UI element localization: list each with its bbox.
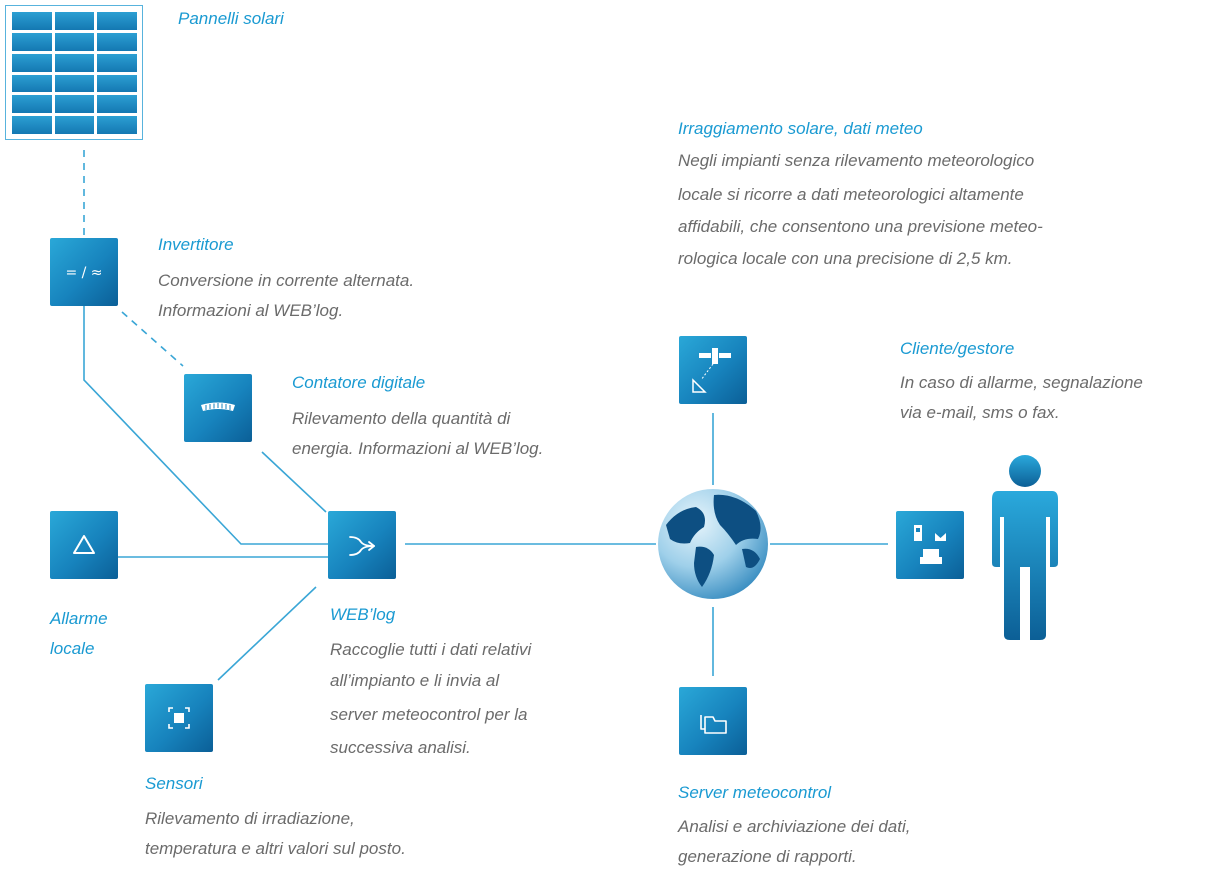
folders-icon [700, 715, 727, 734]
server-desc-line-1: Analisi e archiviazione dei dati, [678, 817, 911, 836]
weblog-desc-line-1: Raccoglie tutti i dati relativi [330, 640, 532, 659]
sensor-icon [168, 707, 190, 729]
weather-title: Irraggiamento solare, dati meteo [678, 119, 923, 138]
sensors-node[interactable] [145, 684, 213, 752]
inverter-to-weblog-line [83, 306, 328, 545]
warning-triangle-icon [73, 535, 95, 554]
inverter-to-meter-dashed [121, 311, 184, 367]
sensors-desc-line-2: temperatura e altri valori sul posto. [145, 839, 406, 858]
inverter-title: Invertitore [158, 235, 234, 254]
weather-desc-line-1: Negli impianti senza rilevamento meteoro… [678, 151, 1035, 170]
weblog-node[interactable] [328, 511, 396, 579]
inverter-desc-line-2: Informazioni al WEB’log. [158, 301, 344, 320]
inverter-desc-line-1: Conversione in corrente alternata. [158, 271, 415, 290]
sensors-desc-line-1: Rilevamento di irradiazione, [145, 809, 355, 828]
merge-arrows-icon [349, 536, 375, 556]
customer-devices-node[interactable] [896, 511, 964, 579]
meter-to-weblog-line [261, 451, 327, 513]
weather-desc-line-2: locale si ricorre a dati meteorologici a… [678, 185, 1024, 204]
weblog-desc-line-4: successiva analisi. [330, 738, 471, 757]
server-desc-line-2: generazione di rapporti. [678, 847, 857, 866]
customer-title: Cliente/gestore [900, 339, 1015, 358]
satellite-icon [692, 348, 731, 393]
server-title: Server meteocontrol [678, 783, 832, 802]
sensors-to-weblog-line [217, 586, 317, 681]
inverter-node[interactable]: = / ≈ [50, 238, 118, 306]
satellite-node[interactable] [679, 336, 747, 404]
globe-icon [658, 489, 768, 599]
local-alarm-label-line-1: Allarme [50, 609, 108, 628]
svg-text:= / ≈: = / ≈ [65, 265, 102, 281]
weblog-title: WEB’log [330, 605, 396, 624]
weather-desc-line-3: affidabili, che consentono una prevision… [678, 217, 1043, 236]
customer-desc-line-2: via e-mail, sms o fax. [900, 403, 1060, 422]
solar-panels-title: Pannelli solari [178, 9, 284, 28]
digital-meter-desc-line-2: energia. Informazioni al WEB’log. [292, 439, 544, 458]
inverter-icon: = / ≈ [65, 265, 102, 281]
meter-icon [201, 402, 235, 411]
weather-desc-line-4: rologica locale con una precisione di 2,… [678, 249, 1013, 268]
server-node[interactable] [679, 687, 747, 755]
digital-meter-desc-line-1: Rilevamento della quantità di [292, 409, 511, 428]
digital-meter-title: Contatore digitale [292, 373, 426, 392]
phone-mail-fax-icon [914, 525, 946, 564]
weblog-desc-line-3: server meteocontrol per la [330, 705, 528, 724]
weblog-desc-line-2: all’impianto e li invia al [330, 671, 500, 690]
sensors-title: Sensori [145, 774, 203, 793]
digital-meter-node[interactable] [184, 374, 252, 442]
customer-desc-line-1: In caso di allarme, segnalazione [900, 373, 1143, 392]
local-alarm-label-line-2: locale [50, 639, 95, 658]
person-icon [992, 455, 1058, 640]
local-alarm-node[interactable] [50, 511, 118, 579]
solar-panel-icon [5, 5, 143, 140]
